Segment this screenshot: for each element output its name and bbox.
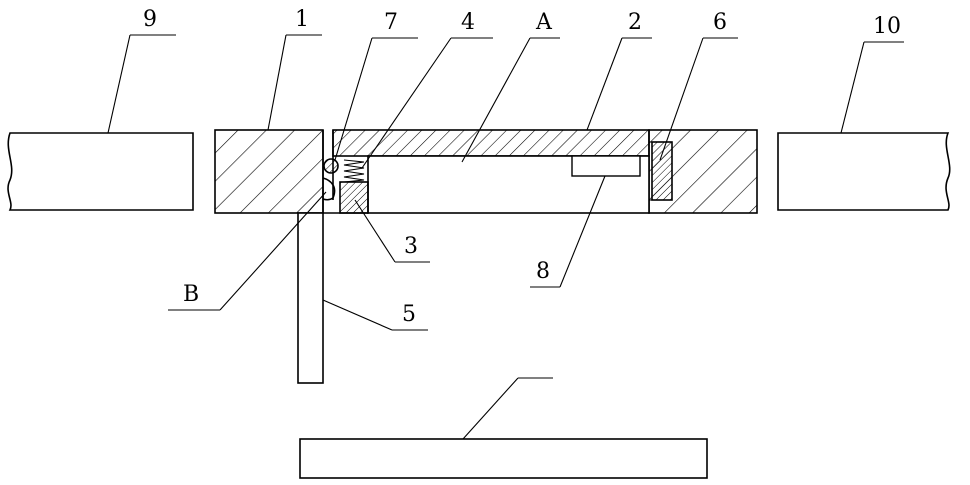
part-9-left-panel (8, 133, 193, 210)
label-9: 9 (143, 7, 157, 32)
label-7: 7 (384, 10, 398, 35)
label-4: 4 (461, 10, 475, 35)
part-5-vertical-bar (298, 213, 323, 383)
part-1-hatched-block (215, 130, 323, 213)
label-a: A (535, 10, 553, 35)
bottom-plate (300, 439, 707, 478)
label-5: 5 (402, 302, 416, 327)
label-6: 6 (713, 10, 727, 35)
label-3: 3 (404, 234, 418, 259)
label-10: 10 (873, 14, 901, 39)
part-7-ball (324, 159, 338, 173)
label-2: 2 (628, 10, 642, 35)
part-2-top-plate (333, 130, 649, 156)
label-8: 8 (536, 259, 550, 284)
part-8-small-block (572, 156, 640, 176)
label-b: B (183, 282, 199, 307)
leader-lines (108, 35, 904, 439)
part-3-block (340, 182, 368, 213)
label-1: 1 (295, 7, 309, 32)
part-10-right-panel (778, 133, 950, 210)
part-4-spring (344, 160, 364, 182)
part-6-insert (652, 142, 672, 200)
